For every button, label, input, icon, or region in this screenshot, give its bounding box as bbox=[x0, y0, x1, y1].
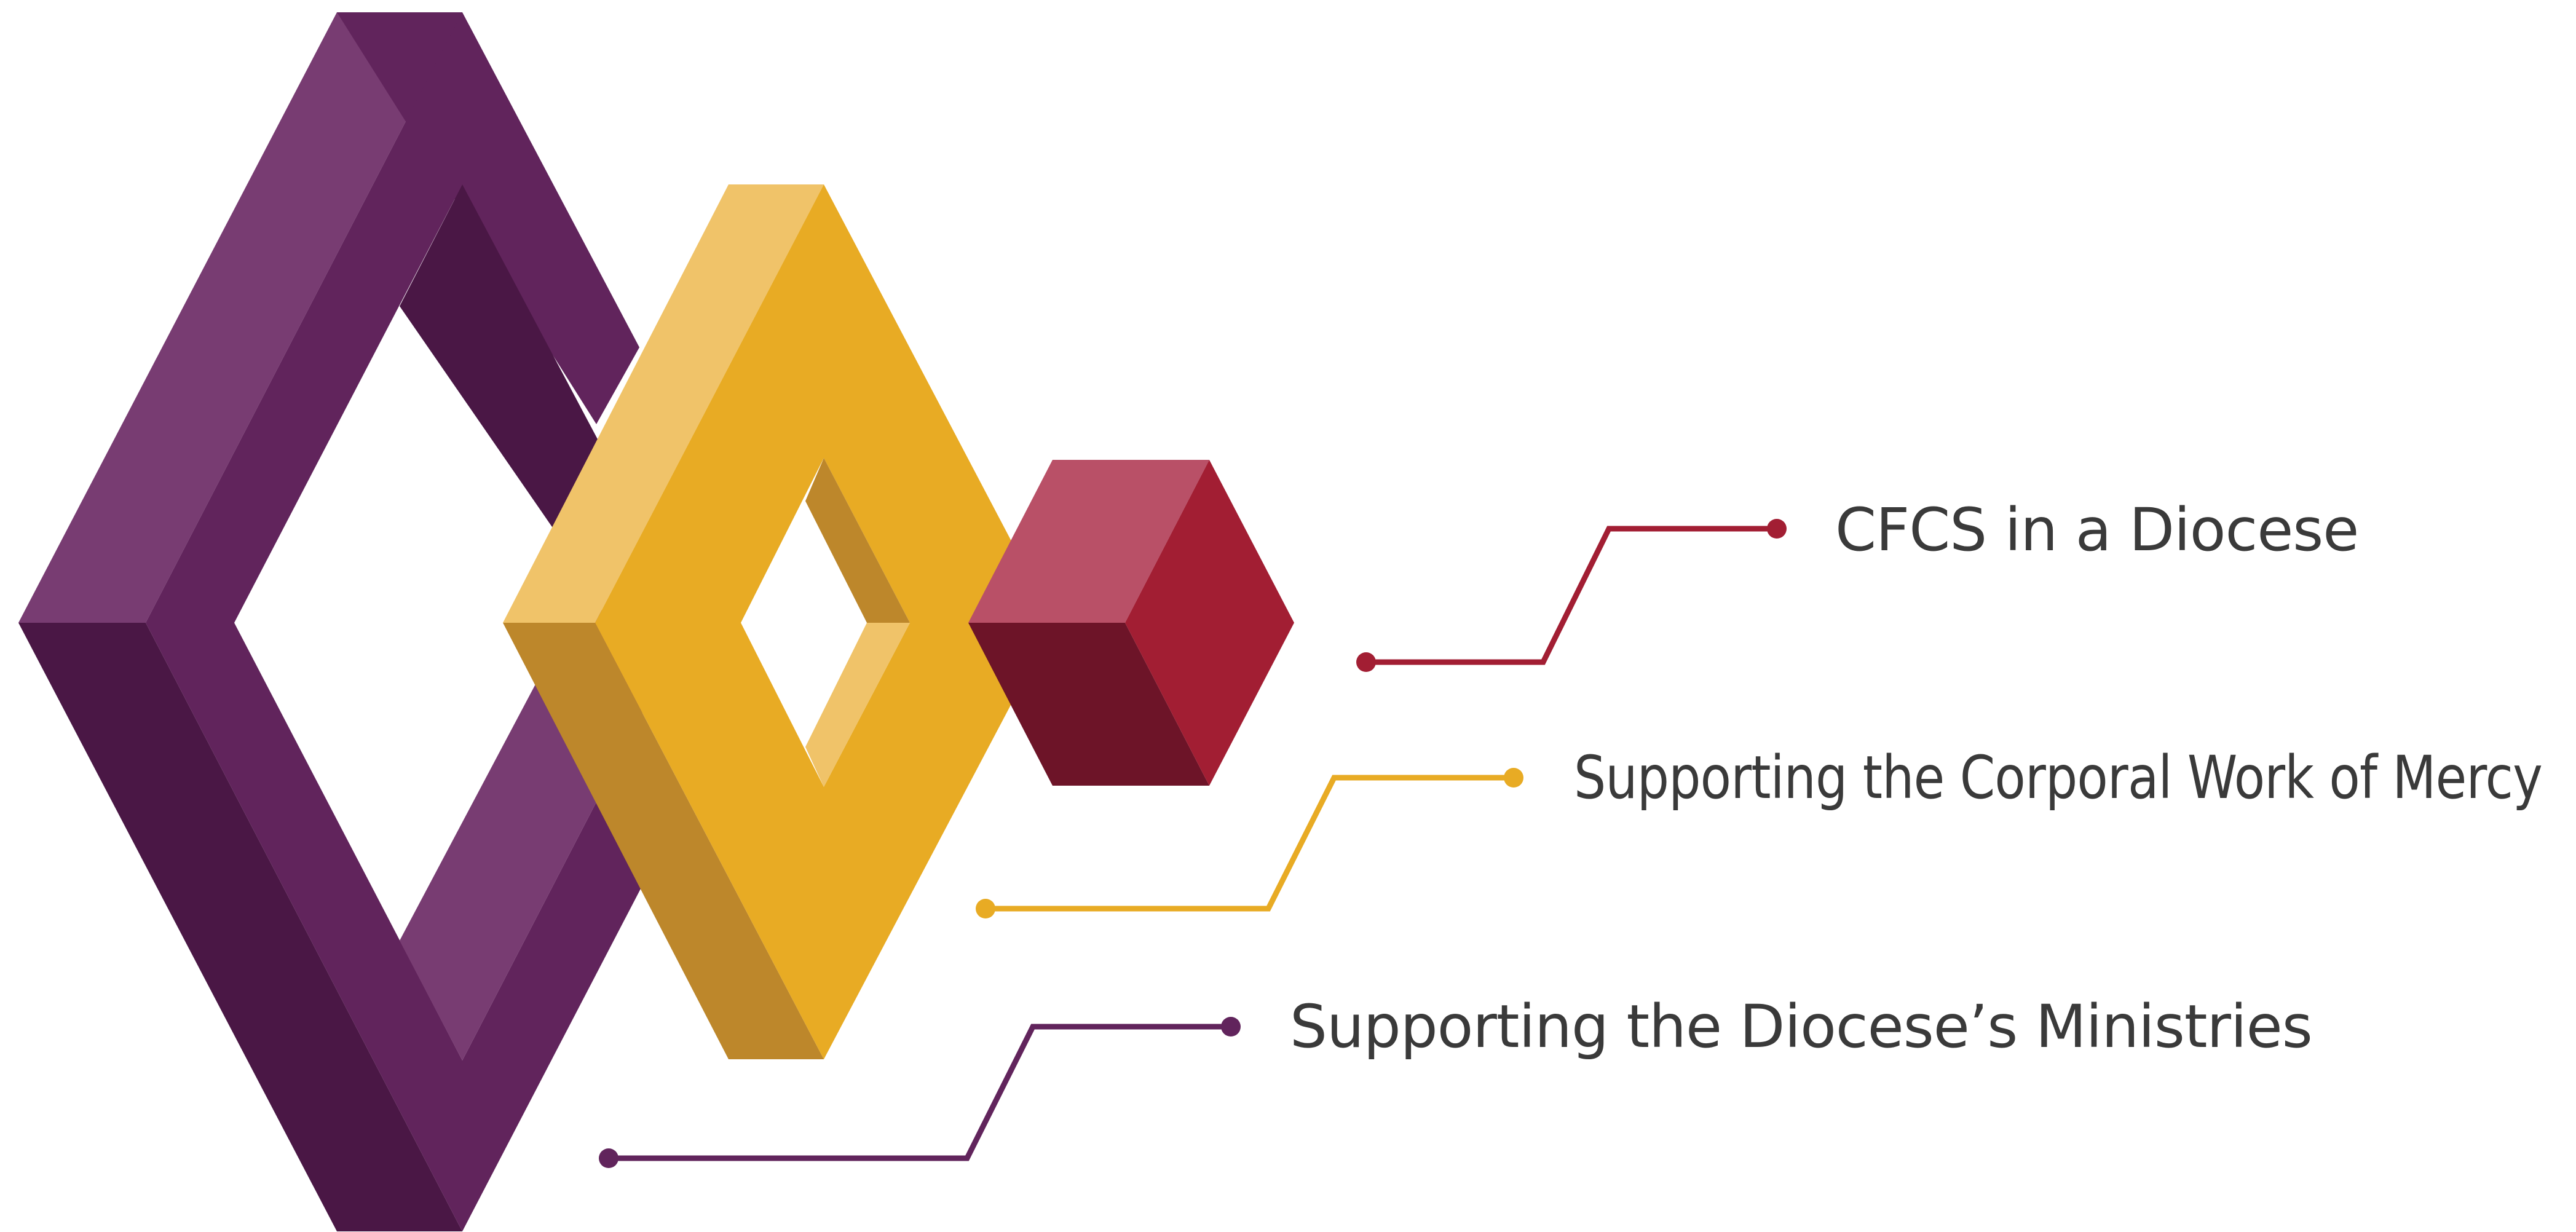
connector-corporal bbox=[976, 768, 1523, 918]
red-cube-top-face bbox=[968, 460, 1209, 623]
purple-frame-face-inner-lower-left bbox=[146, 623, 462, 1231]
purple-diamond-frame bbox=[18, 12, 784, 1231]
connector-corporal-end-dot bbox=[1504, 768, 1523, 788]
connector-ministries-end-dot bbox=[1221, 1017, 1241, 1037]
gold-frame-hole bbox=[741, 458, 910, 787]
connector-cfcs-start-dot bbox=[1356, 652, 1376, 672]
gold-frame-face-upper-left bbox=[503, 184, 824, 623]
connector-cfcs bbox=[1356, 519, 1787, 672]
purple-frame-face-inner-left bbox=[146, 12, 462, 623]
label-corporal-work-of-mercy: Supporting the Corporal Work of Mercy bbox=[1574, 743, 2542, 812]
connector-ministries bbox=[599, 1017, 1241, 1168]
connector-corporal-start-dot bbox=[976, 899, 995, 918]
connector-cfcs-end-dot bbox=[1767, 519, 1787, 539]
red-cube-right-face bbox=[1125, 460, 1294, 786]
connector-cfcs-line bbox=[1366, 526, 1777, 665]
gold-frame-face-lower-left bbox=[503, 623, 824, 1059]
connector-ministries-start-dot bbox=[599, 1148, 618, 1168]
purple-frame-face-lower-left bbox=[18, 623, 462, 1231]
connector-corporal-line bbox=[986, 775, 1514, 912]
label-diocese-ministries: Supporting the Diocese’s Ministries bbox=[1290, 992, 2312, 1061]
red-cube bbox=[968, 460, 1294, 786]
gold-frame-inner-lower-right bbox=[805, 623, 910, 787]
gold-diamond-frame bbox=[503, 184, 1011, 1059]
connector-ministries-line bbox=[609, 1024, 1231, 1161]
purple-frame-face-lower-right bbox=[462, 713, 642, 1231]
label-cfcs-in-a-diocese: CFCS in a Diocese bbox=[1835, 496, 2358, 564]
gold-frame-inner-upper-right bbox=[805, 458, 910, 623]
red-cube-left-face bbox=[968, 623, 1209, 786]
purple-frame-face-upper-left bbox=[18, 12, 462, 623]
purple-frame-face-inner-upper-right bbox=[400, 184, 599, 529]
